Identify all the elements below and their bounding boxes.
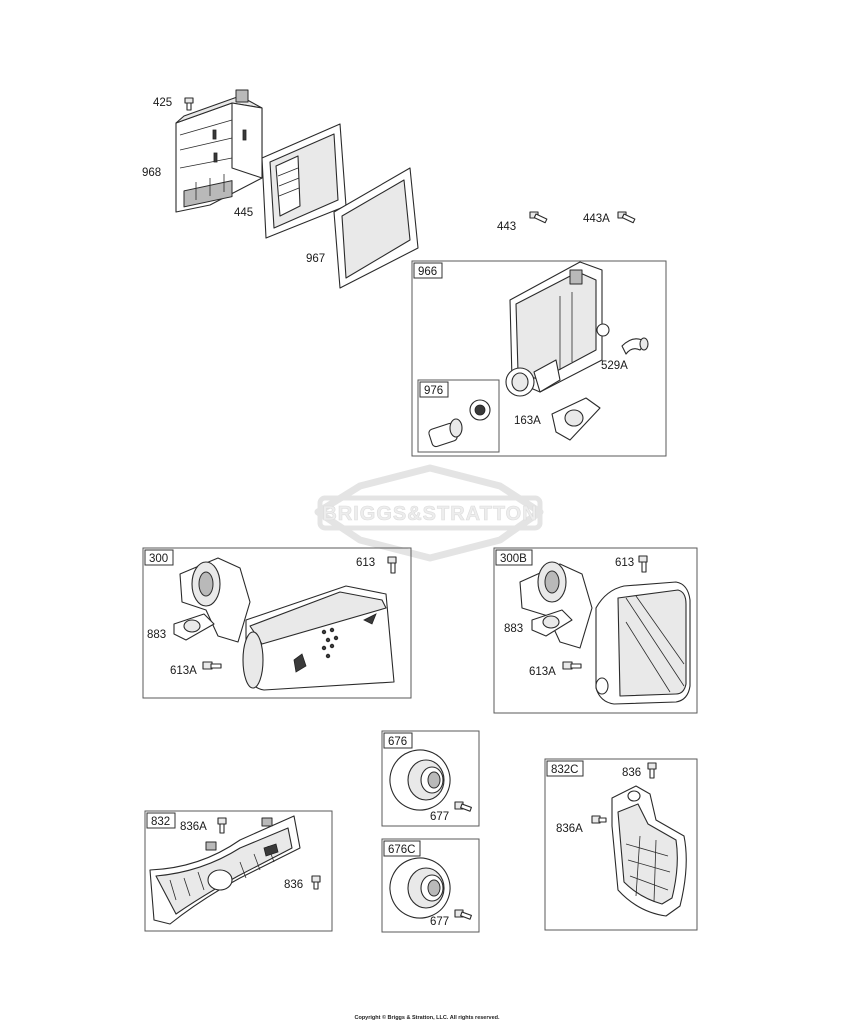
group-tag-676 [383, 732, 413, 749]
group-label-832C: 832C [551, 764, 579, 776]
group-box-832 [144, 810, 333, 932]
group-tag-300 [144, 549, 174, 566]
callout-967: 967 [306, 253, 325, 265]
callout-836-a: 836 [284, 879, 303, 891]
group-box-676C [381, 838, 480, 933]
part-613-screw-b [638, 555, 648, 573]
callout-613-b: 613 [615, 557, 634, 569]
part-443-screw [529, 211, 548, 224]
briggs-stratton-watermark: BRIGGS&STRATTON [314, 464, 544, 562]
part-443A-screw [617, 211, 636, 224]
group-label-300B: 300B [500, 553, 527, 565]
group-label-832: 832 [151, 816, 170, 828]
group-box-832C [544, 758, 698, 931]
part-613A-screw-a [202, 661, 222, 670]
group-tag-832 [146, 812, 176, 829]
callout-425: 425 [153, 97, 172, 109]
callout-677-b: 677 [430, 916, 449, 928]
group-tag-976 [419, 381, 449, 398]
part-968-air-cleaner-base [175, 89, 263, 213]
group-label-966: 966 [418, 266, 437, 278]
part-883-gasket-a [173, 613, 215, 641]
group-tag-300B [495, 549, 533, 566]
group-box-300 [142, 547, 412, 699]
callout-443: 443 [497, 221, 516, 233]
part-832-heat-shield [149, 815, 301, 925]
part-445-air-filter [261, 123, 347, 239]
group-tag-832C [546, 760, 584, 777]
part-836-screw-a [311, 875, 321, 890]
part-966-carburetor-adapter [505, 261, 610, 397]
copyright-notice: Copyright © Briggs & Stratton, LLC. All … [354, 1015, 500, 1021]
group-box-976 [417, 379, 500, 453]
group-label-676C: 676C [388, 844, 416, 856]
callout-883-b: 883 [504, 623, 523, 635]
part-163A-gasket [551, 397, 601, 441]
part-613A-screw-b [562, 661, 582, 670]
part-967-pre-cleaner [333, 167, 419, 289]
callout-883-a: 883 [147, 629, 166, 641]
part-676-deflector [389, 749, 451, 811]
part-529A-elbow [621, 337, 649, 355]
part-836A-screw-a [217, 817, 227, 834]
callout-613-a: 613 [356, 557, 375, 569]
part-883-gasket-b [531, 609, 573, 637]
callout-968: 968 [142, 167, 161, 179]
part-836A-screw-b [591, 815, 607, 824]
callout-443A: 443A [583, 213, 610, 225]
group-label-300: 300 [149, 553, 168, 565]
group-label-676: 676 [388, 736, 407, 748]
part-425-screw [184, 97, 194, 111]
part-300B-muffler [519, 561, 691, 705]
part-836-screw-b [647, 762, 657, 779]
part-677-screw-a [454, 801, 472, 812]
callout-677-a: 677 [430, 811, 449, 823]
callout-613A-b: 613A [529, 666, 556, 678]
callout-529A: 529A [601, 360, 628, 372]
callout-163A: 163A [514, 415, 541, 427]
group-label-976: 976 [424, 385, 443, 397]
group-tag-676C [383, 840, 421, 857]
callout-445: 445 [234, 207, 253, 219]
part-832C-heat-shield [611, 785, 687, 917]
callout-836A-a: 836A [180, 821, 207, 833]
group-box-300B [493, 547, 698, 714]
callout-836A-b: 836A [556, 823, 583, 835]
part-677-screw-b [454, 909, 472, 920]
watermark-text: BRIGGS&STRATTON [322, 503, 537, 525]
part-976-hose-and-clamp [428, 399, 491, 448]
group-box-676 [381, 730, 480, 827]
part-300-muffler [179, 557, 395, 691]
part-613-screw-a [387, 556, 397, 574]
callout-613A-a: 613A [170, 665, 197, 677]
group-box-966 [411, 260, 667, 457]
group-tag-966 [413, 262, 443, 279]
callout-836-b: 836 [622, 767, 641, 779]
part-676C-deflector [389, 857, 451, 919]
